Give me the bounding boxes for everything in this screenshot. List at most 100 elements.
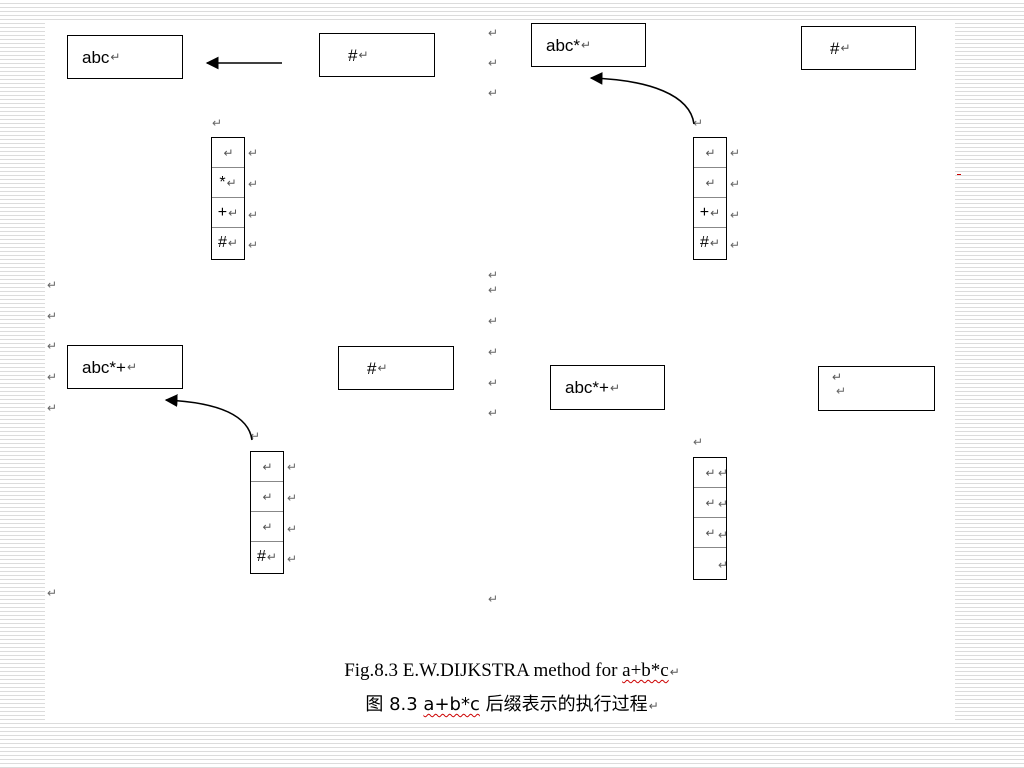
pilcrow-mark: ↵ bbox=[705, 465, 716, 480]
pilcrow-mark: ↵ bbox=[488, 86, 499, 100]
stack-cell: ↵ bbox=[694, 458, 726, 488]
pilcrow-mark: ↵ bbox=[832, 370, 843, 384]
pilcrow-mark: ↵ bbox=[609, 380, 621, 395]
pilcrow-mark: ↵ bbox=[248, 146, 259, 160]
pilcrow-mark: ↵ bbox=[836, 384, 847, 398]
pilcrow-mark: ↵ bbox=[488, 592, 499, 606]
stack-cell-value: # bbox=[257, 548, 266, 565]
pilcrow-mark: ↵ bbox=[377, 361, 388, 375]
pilcrow-mark: ↵ bbox=[248, 208, 259, 222]
caption-chinese: 图 8.3 a+b*c 后缀表示的执行过程↵ bbox=[0, 690, 1024, 716]
pilcrow-mark: ↵ bbox=[840, 41, 851, 55]
output-text-4: abc*+ bbox=[565, 378, 609, 397]
pilcrow-mark: ↵ bbox=[488, 56, 499, 70]
pilcrow-mark: ↵ bbox=[47, 278, 58, 292]
stack-cell: ↵ bbox=[694, 168, 726, 198]
pilcrow-mark: ↵ bbox=[248, 238, 259, 252]
pilcrow-mark: ↵ bbox=[669, 665, 680, 679]
output-box-3: abc*+↵ bbox=[67, 345, 183, 389]
pilcrow-mark: ↵ bbox=[730, 208, 741, 222]
pilcrow-mark: ↵ bbox=[488, 26, 499, 40]
caption-chinese-expression: a+b*c bbox=[423, 694, 480, 715]
stack-cell: ↵ bbox=[251, 452, 283, 482]
stack-cell: ↵ bbox=[694, 138, 726, 168]
pilcrow-mark: ↵ bbox=[287, 522, 298, 536]
stack-cell: ↵ bbox=[694, 488, 726, 518]
pilcrow-mark: ↵ bbox=[358, 48, 369, 62]
caption-english: Fig.8.3 E.W.DIJKSTRA method for a+b*c↵ bbox=[0, 660, 1024, 682]
figure-page bbox=[45, 20, 955, 722]
input-box-1: #↵ bbox=[319, 33, 435, 77]
pilcrow-mark: ↵ bbox=[581, 38, 592, 52]
input-text-2: # bbox=[830, 38, 840, 58]
output-box-2: abc*↵ bbox=[531, 23, 646, 67]
output-text-2: abc* bbox=[546, 35, 581, 55]
stack-cell: ↵ bbox=[251, 512, 283, 542]
stack-2: ↵ ↵ +↵ #↵ bbox=[693, 137, 727, 260]
stack-cell: #↵ bbox=[212, 228, 244, 258]
pilcrow-mark: ↵ bbox=[705, 525, 716, 540]
stack-4: ↵ ↵ ↵ bbox=[693, 457, 727, 580]
pilcrow-mark: ↵ bbox=[718, 558, 729, 572]
pilcrow-mark: ↵ bbox=[488, 314, 499, 328]
stack-cell: #↵ bbox=[251, 542, 283, 572]
pilcrow-mark: ↵ bbox=[212, 116, 223, 130]
pilcrow-mark: ↵ bbox=[488, 376, 499, 390]
stack-cell-value: # bbox=[218, 234, 227, 251]
pilcrow-mark: ↵ bbox=[47, 370, 58, 384]
pilcrow-mark: ↵ bbox=[228, 205, 239, 220]
caption-chinese-prefix: 图 8.3 bbox=[365, 694, 424, 715]
pilcrow-mark: ↵ bbox=[248, 177, 259, 191]
pilcrow-mark: ↵ bbox=[730, 177, 741, 191]
stack-cell-value: * bbox=[219, 173, 226, 191]
stack-cell-value: # bbox=[700, 234, 709, 251]
input-text-3: # bbox=[367, 358, 377, 378]
pilcrow-mark: ↵ bbox=[488, 268, 499, 282]
pilcrow-mark: ↵ bbox=[730, 146, 741, 160]
pilcrow-mark: ↵ bbox=[718, 528, 729, 542]
input-box-4: ↵ bbox=[818, 366, 935, 411]
pilcrow-mark: ↵ bbox=[287, 460, 298, 474]
input-text-1: # bbox=[348, 45, 358, 65]
stack-1: ↵ *↵ +↵ #↵ bbox=[211, 137, 245, 260]
stack-cell: +↵ bbox=[212, 198, 244, 228]
stack-cell: #↵ bbox=[694, 228, 726, 258]
stack-cell: *↵ bbox=[212, 168, 244, 198]
pilcrow-mark: ↵ bbox=[693, 116, 704, 130]
stack-cell: +↵ bbox=[694, 198, 726, 228]
pilcrow-mark: ↵ bbox=[287, 491, 298, 505]
stack-cell: ↵ bbox=[694, 518, 726, 548]
pilcrow-mark: ↵ bbox=[710, 205, 721, 220]
pilcrow-mark: ↵ bbox=[718, 466, 729, 480]
stack-cell: ↵ bbox=[251, 482, 283, 512]
output-box-4: abc*+↵ bbox=[550, 365, 665, 410]
caption-chinese-suffix: 后缀表示的执行过程 bbox=[479, 694, 648, 715]
pilcrow-mark: ↵ bbox=[488, 406, 499, 420]
pilcrow-mark: ↵ bbox=[250, 429, 261, 443]
stack-cell: ↵ bbox=[212, 138, 244, 168]
pilcrow-mark: ↵ bbox=[266, 550, 277, 564]
pilcrow-mark: ↵ bbox=[47, 586, 58, 600]
caption-english-prefix: Fig.8.3 E.W.DIJKSTRA method for bbox=[344, 660, 623, 681]
input-box-2: #↵ bbox=[801, 26, 916, 70]
output-text-3: abc*+ bbox=[82, 357, 126, 377]
stack-cell-value: + bbox=[699, 203, 710, 221]
output-box-1: abc↵ bbox=[67, 35, 183, 79]
stack-3: ↵ ↵ ↵ #↵ bbox=[250, 451, 284, 574]
stack-cell-value: + bbox=[217, 203, 228, 221]
pilcrow-mark: ↵ bbox=[705, 495, 716, 510]
pilcrow-mark: ↵ bbox=[262, 459, 273, 474]
pilcrow-mark: ↵ bbox=[718, 497, 729, 511]
pilcrow-mark: ↵ bbox=[47, 309, 58, 323]
pilcrow-mark: ↵ bbox=[693, 435, 704, 449]
pilcrow-mark: ↵ bbox=[488, 345, 499, 359]
output-text-1: abc bbox=[82, 47, 110, 67]
pilcrow-mark: ↵ bbox=[705, 145, 716, 160]
pilcrow-mark: ↵ bbox=[226, 175, 237, 190]
pilcrow-mark: ↵ bbox=[705, 175, 716, 190]
pilcrow-mark: ↵ bbox=[730, 238, 741, 252]
pilcrow-mark: ↵ bbox=[709, 236, 720, 250]
pilcrow-mark: ↵ bbox=[488, 283, 499, 297]
pilcrow-mark: ↵ bbox=[223, 145, 234, 160]
